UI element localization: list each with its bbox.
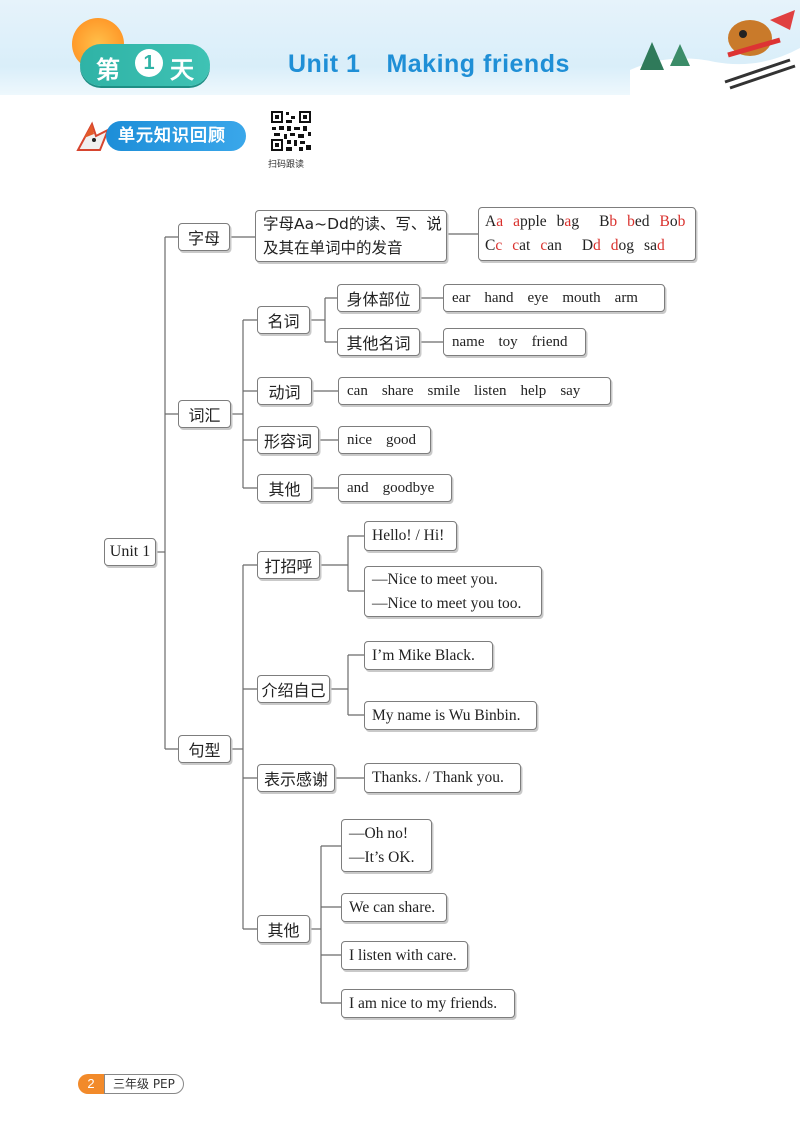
adjectives-words: nice good: [338, 426, 431, 454]
others-vocab-label: 其他: [257, 474, 312, 502]
letters-desc-line1: 字母Aa~Dd的读、写、说: [263, 215, 442, 233]
vocab-word: say: [560, 382, 581, 399]
page-title: Unit 1 Making friends: [288, 50, 570, 79]
qr-code-icon[interactable]: [270, 110, 312, 152]
others-sentence-4: I am nice to my friends.: [341, 989, 515, 1018]
unit-name: Making friends: [386, 50, 570, 78]
vocab-word: listen: [473, 382, 507, 399]
letter-example-word: apple: [513, 213, 547, 230]
greeting-line-a: —Nice to meet you.: [372, 570, 498, 588]
letter-example-word: dog: [610, 237, 635, 254]
greeting-dialogue: —Nice to meet you. —Nice to meet you too…: [364, 566, 542, 617]
letter-example-word: sad: [644, 237, 665, 254]
vocab-word: ear: [452, 289, 471, 306]
day-suffix: 天: [170, 56, 194, 84]
others-line-a: —Oh no!: [349, 824, 408, 842]
letter-example-word: Aa: [485, 213, 504, 230]
others-sentences-label: 其他: [257, 915, 310, 943]
vocab-word: toy: [498, 333, 518, 350]
intro-label: 介绍自己: [257, 675, 330, 703]
vocab-word: eye: [527, 289, 549, 306]
vocab-label: 词汇: [178, 400, 231, 428]
vocab-word: arm: [614, 289, 638, 306]
letters-description: 字母Aa~Dd的读、写、说 及其在单词中的发音: [255, 210, 447, 262]
letter-example-word: Bob: [659, 213, 686, 230]
letter-example-word: bag: [556, 213, 580, 230]
letter-example-word: Cc: [485, 237, 503, 254]
header-banner: 第 1 天 Unit 1 Making friends: [0, 0, 800, 95]
nouns-label: 名词: [257, 306, 310, 334]
section-title: 单元知识回顾: [106, 121, 246, 151]
others-sentence-3: I listen with care.: [341, 941, 468, 970]
vocab-word: smile: [427, 382, 460, 399]
vocab-word: friend: [531, 333, 568, 350]
skiing-illustration: [630, 10, 800, 95]
vocab-word: goodbye: [382, 479, 435, 496]
verbs-label: 动词: [257, 377, 312, 405]
body-parts-label: 身体部位: [337, 284, 420, 312]
qr-caption: 扫码跟读: [268, 160, 305, 170]
letter-example-word: Dd: [581, 237, 601, 254]
greeting-line-b: —Nice to meet you too.: [372, 594, 522, 612]
others-line-b: —It’s OK.: [349, 848, 415, 866]
vocab-word: name: [452, 333, 485, 350]
letter-example-word: cat: [512, 237, 531, 254]
letter-example-word: bed: [627, 213, 650, 230]
vocab-word: and: [347, 479, 369, 496]
day-number: 1: [135, 49, 163, 77]
sentences-label: 句型: [178, 735, 231, 763]
adjectives-label: 形容词: [257, 426, 319, 454]
greeting-sentence-1: Hello! / Hi!: [364, 521, 457, 551]
letter-example-word: Bb: [599, 213, 618, 230]
intro-sentence-2: My name is Wu Binbin.: [364, 701, 537, 730]
vocab-word: can: [347, 382, 368, 399]
root-node: Unit 1: [104, 538, 156, 566]
day-prefix: 第: [96, 56, 120, 84]
letters-label: 字母: [178, 223, 230, 251]
letter-example-word: can: [540, 237, 562, 254]
intro-sentence-1: I’m Mike Black.: [364, 641, 493, 670]
thanks-label: 表示感谢: [257, 764, 335, 792]
greeting-label: 打招呼: [257, 551, 320, 579]
letters-desc-line2: 及其在单词中的发音: [263, 239, 403, 257]
others-sentence-2: We can share.: [341, 893, 447, 922]
unit-label: Unit 1: [288, 50, 361, 78]
fox-mascot-icon: [76, 121, 110, 151]
page-number: 2: [78, 1074, 104, 1094]
others-dialogue: —Oh no! —It’s OK.: [341, 819, 432, 872]
vocab-word: mouth: [562, 289, 601, 306]
grade-label: 三年级 PEP: [104, 1074, 184, 1094]
other-nouns-label: 其他名词: [337, 328, 420, 356]
vocab-word: share: [381, 382, 414, 399]
others-vocab-words: and goodbye: [338, 474, 452, 502]
vocab-word: good: [385, 431, 416, 448]
vocab-word: hand: [484, 289, 514, 306]
vocab-word: help: [520, 382, 547, 399]
thanks-sentence: Thanks. / Thank you.: [364, 763, 521, 793]
vocab-word: nice: [347, 431, 372, 448]
